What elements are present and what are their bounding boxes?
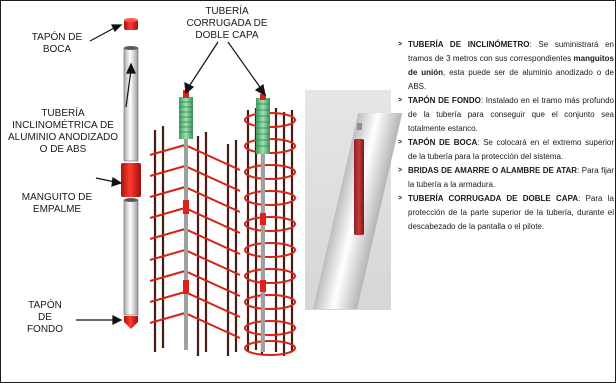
label-tapon-boca: TAPÓN DE BOCA	[31, 32, 83, 55]
top-cap	[124, 20, 138, 30]
bullet-arrow-icon: >	[398, 167, 403, 174]
label-manguito-empalme: MANGUITO DE EMPALME	[21, 192, 93, 215]
bullet-bridas-amarre: >BRIDAS DE AMARRE O ALAMBRE DE ATAR: Par…	[398, 166, 614, 189]
cap-1	[183, 90, 189, 98]
label-tuberia-inclinometrica: TUBERÍA INCLINOMÉTRICA DE ALUMINIO ANODI…	[7, 108, 118, 155]
coupling-2b	[260, 280, 266, 292]
sleeve-cap-photo	[357, 123, 362, 130]
bullet-arrow-icon: >	[398, 97, 403, 104]
bullet-arrow-icon: >	[398, 41, 403, 48]
lower-tube-segment	[123, 199, 139, 316]
coupling-2	[260, 213, 266, 225]
rebar-cage-square	[149, 90, 241, 356]
label-tapon-fondo: TAPÓN DE FONDO	[26, 300, 64, 335]
upper-tube-opening	[124, 46, 138, 50]
bullet-tapon-fondo: >TAPÓN DE FONDO: Instalado en el tramo m…	[398, 96, 614, 133]
coupling-1b	[183, 280, 189, 294]
corrugated-tube-2	[256, 98, 270, 154]
bottom-cap	[124, 316, 138, 329]
exploded-inclinometer-tube	[121, 18, 141, 329]
coupling-sleeve	[121, 163, 141, 197]
bullet-tuberia-corrugada: >TUBERÍA CORRUGADA DE DOBLE CAPA: Para l…	[398, 194, 614, 231]
coupling-1	[183, 200, 189, 214]
lower-tube-opening	[124, 198, 138, 202]
top-cap-top	[124, 18, 138, 22]
description-list: >TUBERÍA DE INCLINÓMETRO: Se suministrar…	[398, 38, 614, 234]
bullet-tuberia-inclinometro: >TUBERÍA DE INCLINÓMETRO: Se suministrar…	[398, 40, 615, 91]
product-photo	[305, 90, 403, 310]
red-coupling-photo	[354, 139, 364, 235]
rebar-cage-circular	[244, 94, 296, 356]
corrugated-tube-1	[179, 97, 193, 139]
cap-2	[260, 94, 266, 100]
label-tuberia-corrugada: TUBERÍA CORRUGADA DE DOBLE CAPA	[186, 6, 268, 41]
bullet-arrow-icon: >	[398, 139, 403, 146]
bullet-tapon-boca: >TAPÓN DE BOCA: Se colocará en el extrem…	[398, 138, 614, 161]
bullet-arrow-icon: >	[398, 195, 403, 202]
